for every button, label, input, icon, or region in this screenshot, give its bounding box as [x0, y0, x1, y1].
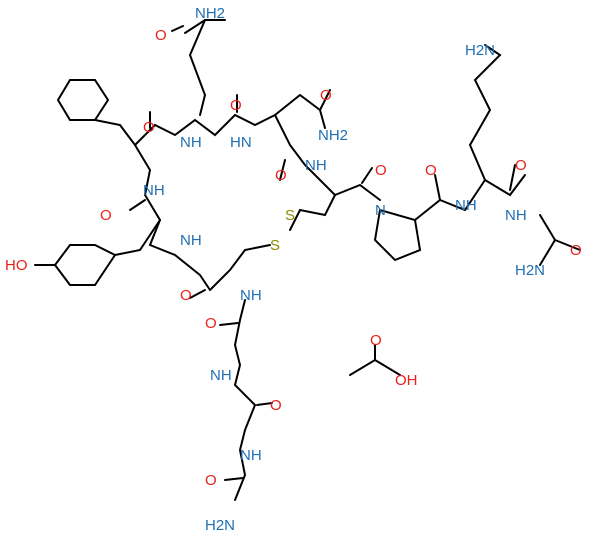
tyr-hydroxyl-label: HO	[5, 257, 28, 274]
nh-label-2: NH	[143, 182, 165, 199]
nh-label-5: NH	[180, 232, 202, 249]
gly3-co-double	[224, 477, 244, 481]
sulfur-label-2: S	[270, 237, 280, 254]
nh-label-10: NH	[240, 447, 262, 464]
acetic-acid-chain	[349, 358, 401, 376]
nh-label-9: NH	[210, 367, 232, 384]
asn-backbone-co	[279, 159, 286, 181]
lys-backbone	[484, 174, 526, 197]
gly-nh2-label: H2N	[515, 262, 545, 279]
pro-carbonyl-o-label: O	[425, 162, 437, 179]
asn-co	[319, 89, 331, 111]
pro-ring	[373, 208, 422, 262]
pro-co-double	[434, 174, 441, 201]
gln-amide-nh2-label: NH2	[195, 5, 225, 22]
hn-label: HN	[230, 134, 252, 151]
acetic-acid-o-label: O	[370, 332, 382, 349]
tyr-benzyl	[114, 219, 161, 256]
lys-nh2-label: H2N	[465, 42, 495, 59]
proline-n-label: N	[375, 202, 386, 219]
cys2-to-pro	[334, 183, 381, 201]
backbone-top	[134, 113, 276, 146]
nh-label-8: NH	[240, 287, 262, 304]
phe-carbonyl-o-label: O	[143, 119, 155, 136]
gly1-carbonyl-o-label: O	[205, 315, 217, 332]
asn-sidechain	[274, 93, 321, 116]
cys1-co-double	[189, 289, 206, 299]
lys-carbonyl-o-label: O	[515, 157, 527, 174]
cys2-sidechain	[289, 194, 336, 231]
triglycine-chain	[233, 299, 257, 501]
cys1-carbonyl-o-label: O	[180, 287, 192, 304]
nh-label-4: NH	[305, 157, 327, 174]
bond-layer	[34, 19, 581, 501]
gly2-carbonyl-o-label: O	[270, 397, 282, 414]
nh-label-7: NH	[505, 207, 527, 224]
lys-co-double	[509, 164, 516, 191]
phe-benzyl	[94, 119, 136, 146]
asn-nh2-label: NH2	[318, 127, 348, 144]
tyr-ring	[53, 244, 117, 286]
cys1-sidechain	[209, 244, 271, 291]
acetic-acid-oh-label: OH	[395, 372, 418, 389]
asn-nh2-bond	[319, 109, 326, 129]
gly-carbonyl-o-label: O	[570, 242, 582, 259]
cys2-carbonyl-o-label: O	[375, 162, 387, 179]
gln-sidechain	[188, 19, 207, 116]
lys-sidechain	[468, 44, 502, 181]
gly1-co-double	[219, 322, 239, 326]
atom-label-layer: NH2 O O NH O HN O NH2 NH O NH O O O O NH…	[5, 5, 582, 534]
tyr-co-double	[129, 199, 146, 211]
nh-label-1: NH	[180, 134, 202, 151]
backbone-left	[134, 144, 211, 291]
gly2-co-double	[256, 402, 273, 406]
gly3-carbonyl-o-label: O	[205, 472, 217, 489]
cys2-co-double	[361, 167, 373, 184]
backbone-right	[274, 114, 336, 196]
gln-carbonyl-o-label: O	[230, 97, 242, 114]
gly-nh2-bond	[539, 239, 556, 266]
n-terminal-nh2-label: H2N	[205, 517, 235, 534]
gln-co-double	[171, 25, 184, 32]
nh-label-6: NH	[455, 197, 477, 214]
sulfur-label-1: S	[285, 207, 295, 224]
tyr-carbonyl-o-label: O	[100, 207, 112, 224]
gln-amide-o-label: O	[155, 27, 167, 44]
asn-carbonyl-o-label: O	[320, 87, 332, 104]
asn-backbone-o-label: O	[275, 167, 287, 184]
phe-ring	[56, 79, 110, 121]
pro-to-lys	[414, 179, 486, 221]
